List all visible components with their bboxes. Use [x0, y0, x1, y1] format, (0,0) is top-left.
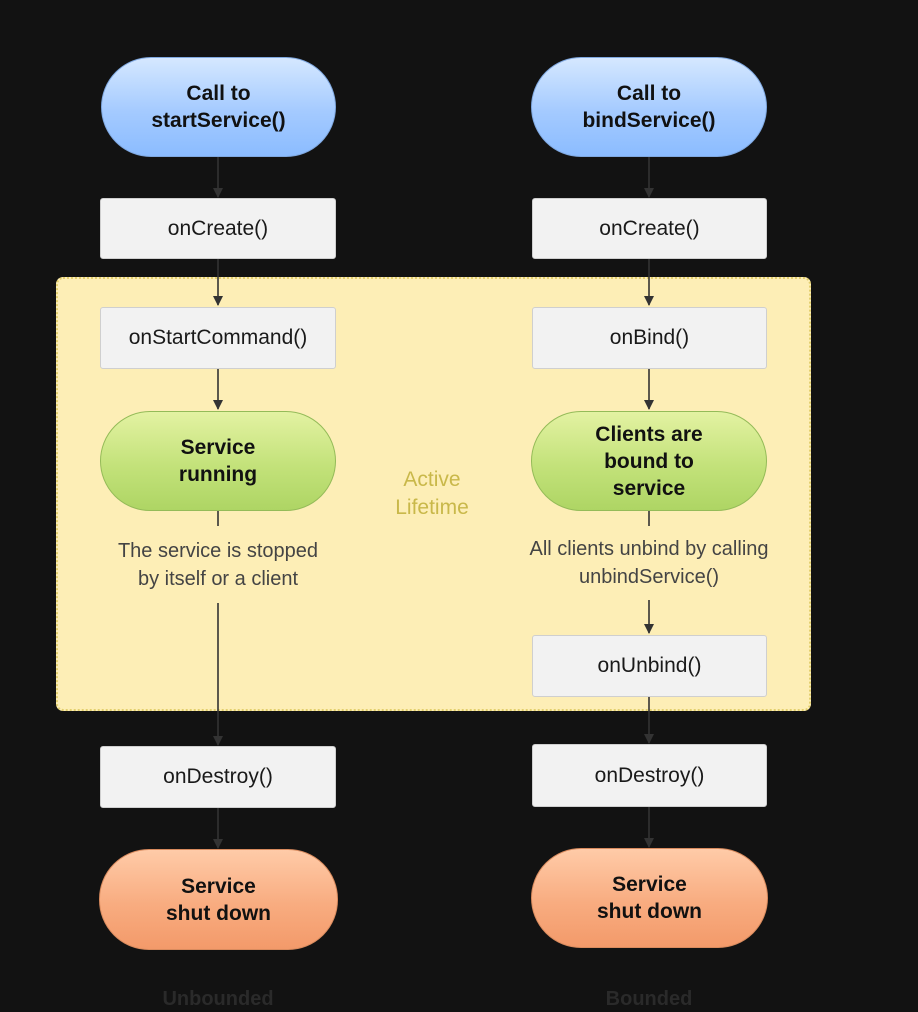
right-service-shutdown-node: Service shut down	[531, 848, 768, 948]
left-onstartcommand-box: onStartCommand()	[100, 307, 336, 369]
left-ondestroy-box: onDestroy()	[100, 746, 336, 808]
left-column-caption: Unbounded	[162, 988, 274, 1010]
right-bind-service-node: Call to bindService()	[531, 57, 767, 157]
left-start-service-node: Call to startService()	[101, 57, 336, 157]
left-service-shutdown-node: Service shut down	[99, 849, 338, 950]
right-clients-bound-node: Clients are bound to service	[531, 411, 767, 511]
active-lifetime-label: Active Lifetime	[395, 468, 469, 519]
right-ondestroy-box: onDestroy()	[532, 744, 767, 807]
right-column-caption: Bounded	[605, 988, 693, 1010]
right-onunbind-box: onUnbind()	[532, 635, 767, 697]
left-oncreate-box: onCreate()	[100, 198, 336, 259]
left-service-running-node: Service running	[100, 411, 336, 511]
left-stop-note: The service is stopped by itself or a cl…	[117, 540, 319, 590]
right-onbind-box: onBind()	[532, 307, 767, 369]
right-oncreate-box: onCreate()	[532, 198, 767, 259]
right-unbind-note: All clients unbind by calling unbindServ…	[529, 538, 769, 588]
